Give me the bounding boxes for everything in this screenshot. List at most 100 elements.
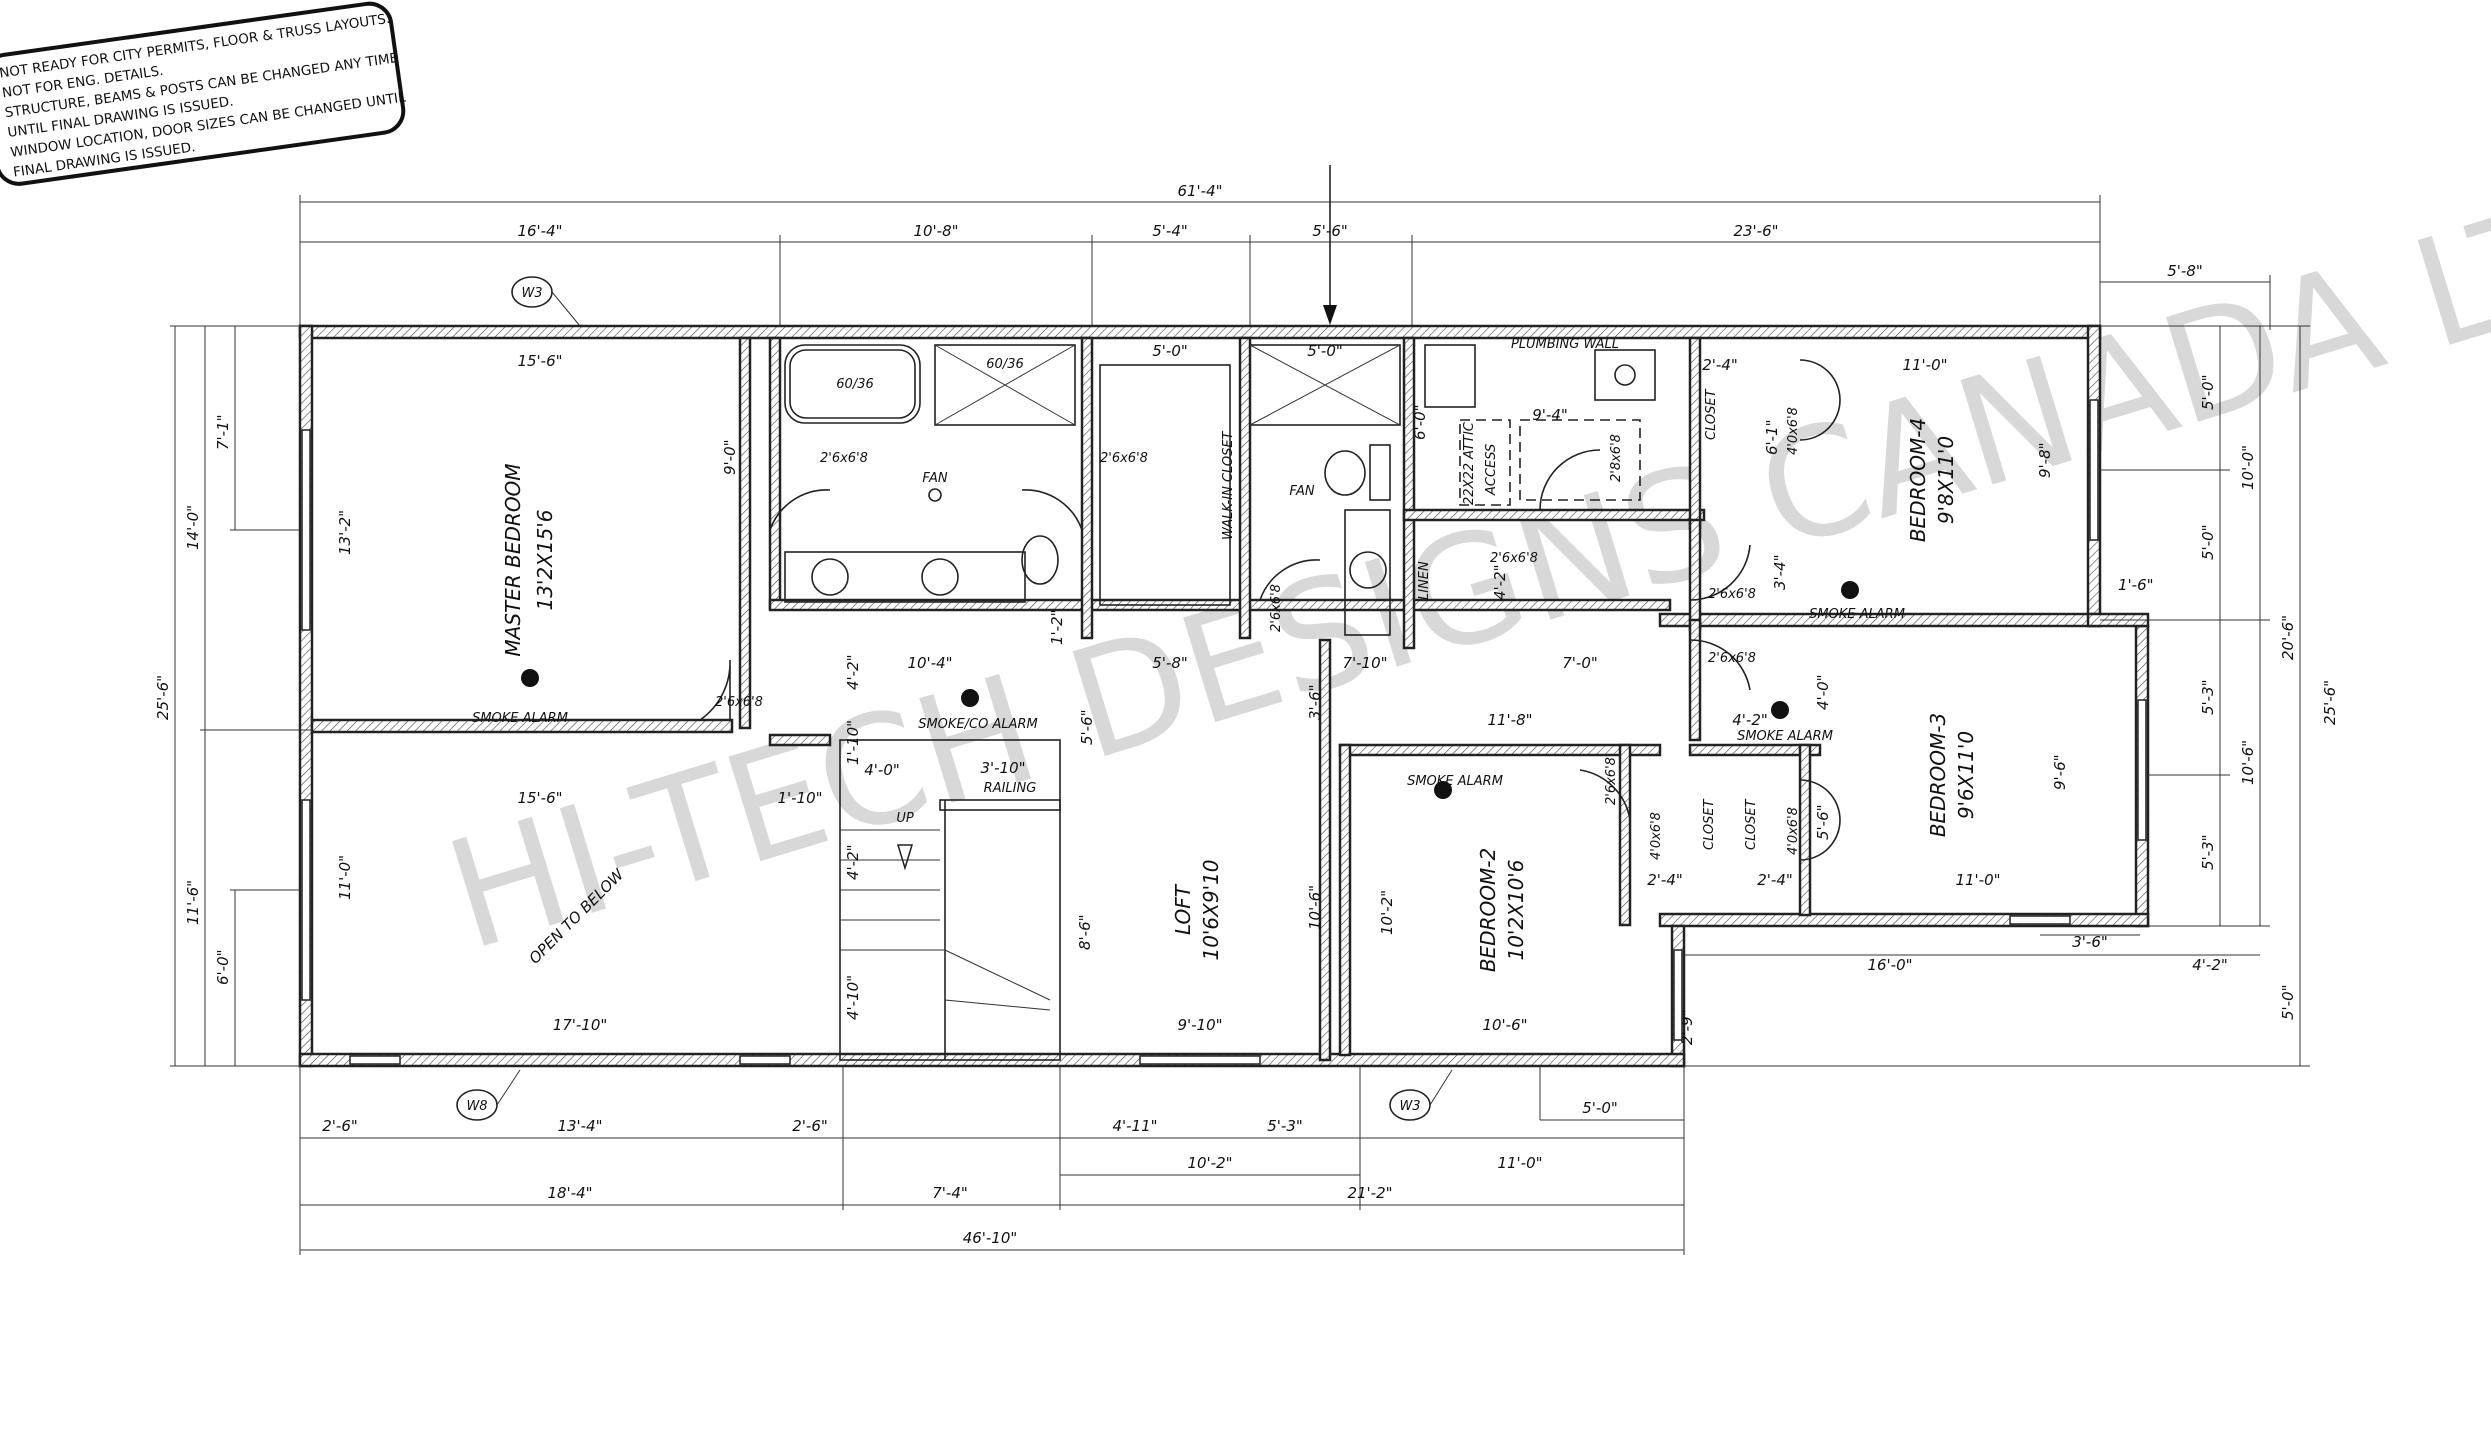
dim-int-27: 1'-10" — [844, 720, 862, 765]
tub-label-1: 60/36 — [836, 377, 873, 392]
dim-int-24: 11'-0" — [1955, 871, 2000, 889]
interior-walls — [310, 336, 1822, 1062]
door-size-6: 2'8x6'8 — [1609, 434, 1624, 482]
dim-right-4: 20'-6" — [2279, 615, 2297, 660]
dim-int-5: 11'-0" — [1902, 356, 1947, 374]
window-tag-w3-top: W3 — [511, 276, 581, 327]
w3-top-label: W3 — [521, 286, 542, 301]
dim-right-11: 16'-0" — [1867, 956, 1912, 974]
dim-int-38: 2'-4" — [1647, 871, 1683, 889]
walk-in-closet: WALK-IN CLOSET — [1099, 364, 1236, 606]
dim-left-7: 11'-0" — [336, 855, 354, 900]
dim-right-8: 5'-3" — [2199, 834, 2217, 870]
dim-right-5: 25'-6" — [2321, 680, 2339, 725]
dim-int-17: 4'-2" — [844, 654, 862, 690]
interior-dimensions: 15'-6" 9'-0" 5'-0" 5'-0" 11'-0" 9'-8" 6'… — [517, 342, 2069, 1045]
dim-bottom-6: 10'-2" — [1187, 1154, 1232, 1172]
dim-int-9: 9'-4" — [1532, 406, 1568, 424]
smoke-alarm-bed4: SMOKE ALARM — [1809, 607, 1905, 622]
dim-right-1: 5'-0" — [2199, 374, 2217, 410]
dim-bottom-10: 21'-2" — [1347, 1184, 1392, 1202]
dim-overall-width: 61'-4" — [1177, 182, 1222, 200]
dim-int-28: 4'-0" — [864, 761, 900, 779]
dim-top-1: 16'-4" — [517, 222, 562, 240]
access-label: ACCESS — [1484, 444, 1499, 496]
dim-int-12: 10'-4" — [907, 654, 952, 672]
walk-in-closet-label: WALK-IN CLOSET — [1221, 430, 1236, 540]
dim-int-30: 4'-2" — [844, 844, 862, 880]
tub-label-2: 60/36 — [986, 357, 1023, 372]
dim-left-4: 11'-6" — [184, 880, 202, 925]
dim-right-2: 10'-0" — [2239, 445, 2257, 490]
smoke-alarm-icons — [521, 581, 1859, 799]
dim-int-2: 9'-0" — [721, 439, 739, 475]
master-bedroom-name: MASTER BEDROOM — [501, 463, 525, 656]
dim-bottom-7: 11'-0" — [1497, 1154, 1542, 1172]
dim-int-25: 15'-6" — [517, 789, 562, 807]
door-size-3: 2'6x6'8 — [715, 695, 763, 710]
bedroom-2-name: BEDROOM-2 — [1476, 848, 1500, 972]
smoke-co-alarm-hall: SMOKE/CO ALARM — [918, 717, 1038, 732]
dim-int-26: 1'-10" — [777, 789, 822, 807]
dim-right-3: 5'-0" — [2199, 524, 2217, 560]
dim-right-6: 5'-3" — [2199, 679, 2217, 715]
dim-int-35: 10'-2" — [1378, 890, 1396, 935]
dim-int-19: 3'-6" — [1306, 684, 1324, 720]
dim-int-7: 6'-1" — [1763, 419, 1781, 455]
dim-bottom-9: 7'-4" — [932, 1184, 968, 1202]
dim-int-41: 4'-2" — [1491, 564, 1509, 600]
bottom-dimensions: 2'-6" 13'-4" 2'-6" 4'-11" 5'-3" 10'-2" 1… — [299, 1066, 1685, 1255]
smoke-alarm-icon — [1841, 581, 1859, 599]
smoke-alarm-bed3: SMOKE ALARM — [1737, 729, 1833, 744]
left-dimensions: 7'-1" 14'-0" 25'-6" 11'-6" 6'-0" 13'-2" … — [154, 325, 354, 1067]
windows — [301, 399, 2147, 1065]
window-tag-w8: W8 — [456, 1069, 521, 1121]
door-size-11: 4'0x6'8 — [1649, 812, 1664, 860]
smoke-alarm-icon — [521, 669, 539, 687]
dim-int-22: 4'-2" — [1732, 711, 1768, 729]
dim-int-39: 2'-4" — [1757, 871, 1793, 889]
door-size-4: 2'6x6'8 — [1269, 584, 1284, 632]
dim-int-4: 5'-0" — [1307, 342, 1343, 360]
door-size-8: 2'6x6'8 — [1708, 651, 1756, 666]
dim-bottom-2: 13'-4" — [557, 1117, 602, 1135]
dim-int-20: 11'-8" — [1487, 711, 1532, 729]
door-size-5: 2'6x6'8 — [1490, 551, 1538, 566]
dim-int-3: 5'-0" — [1152, 342, 1188, 360]
dim-left-5: 6'-0" — [214, 949, 232, 985]
w3-bottom-label: W3 — [1399, 1099, 1420, 1114]
dim-right-9: 5'-0" — [2279, 984, 2297, 1020]
railing-label: RAILING — [984, 781, 1037, 796]
door-swings — [699, 359, 1841, 861]
loft-size: 10'6X9'10 — [1199, 859, 1223, 960]
dim-int-21: 4'-0" — [1814, 674, 1832, 710]
right-dimensions: 5'-0" 10'-0" 5'-0" 20'-6" 25'-6" 5'-3" 1… — [1684, 325, 2339, 1067]
dim-int-18: 5'-6" — [1078, 709, 1096, 745]
dim-bottom-4: 4'-11" — [1112, 1117, 1157, 1135]
dim-right-10: 1'-6" — [2118, 576, 2154, 594]
bedroom-4-size: 9'8X11'0 — [1934, 436, 1958, 524]
dim-int-1: 15'-6" — [517, 352, 562, 370]
smoke-co-alarm-icon — [961, 689, 979, 707]
loft-name: LOFT — [1171, 883, 1195, 935]
closet-label-bed4: CLOSET — [1704, 388, 1719, 440]
bedroom-4-name: BEDROOM-4 — [1906, 418, 1930, 542]
dim-int-10: 6'-0" — [1411, 404, 1429, 440]
dim-top-3: 5'-4" — [1152, 222, 1188, 240]
dim-right-7: 10'-6" — [2239, 740, 2257, 785]
door-size-1: 2'6x6'8 — [820, 451, 868, 466]
bedroom-3-name: BEDROOM-3 — [1926, 713, 1950, 837]
master-bedroom-size: 13'2X15'6 — [533, 509, 557, 610]
dim-int-13: 5'-8" — [1152, 654, 1188, 672]
door-size-10: 4'0x6'8 — [1786, 407, 1801, 455]
smoke-alarm-bed2: SMOKE ALARM — [1407, 774, 1503, 789]
dim-top-4: 5'-6" — [1312, 222, 1348, 240]
stairs-up-label: UP — [896, 811, 914, 826]
dim-bottom-5: 5'-3" — [1267, 1117, 1303, 1135]
dim-right-12: 3'-6" — [2072, 933, 2108, 951]
bathroom-fixtures: 60/36 60/36 FAN FAN — [784, 344, 1656, 636]
linen-label: LINEN — [1417, 561, 1432, 600]
dim-int-33: 10'-6" — [1306, 885, 1324, 930]
dim-int-36: 10'-6" — [1482, 1016, 1527, 1034]
